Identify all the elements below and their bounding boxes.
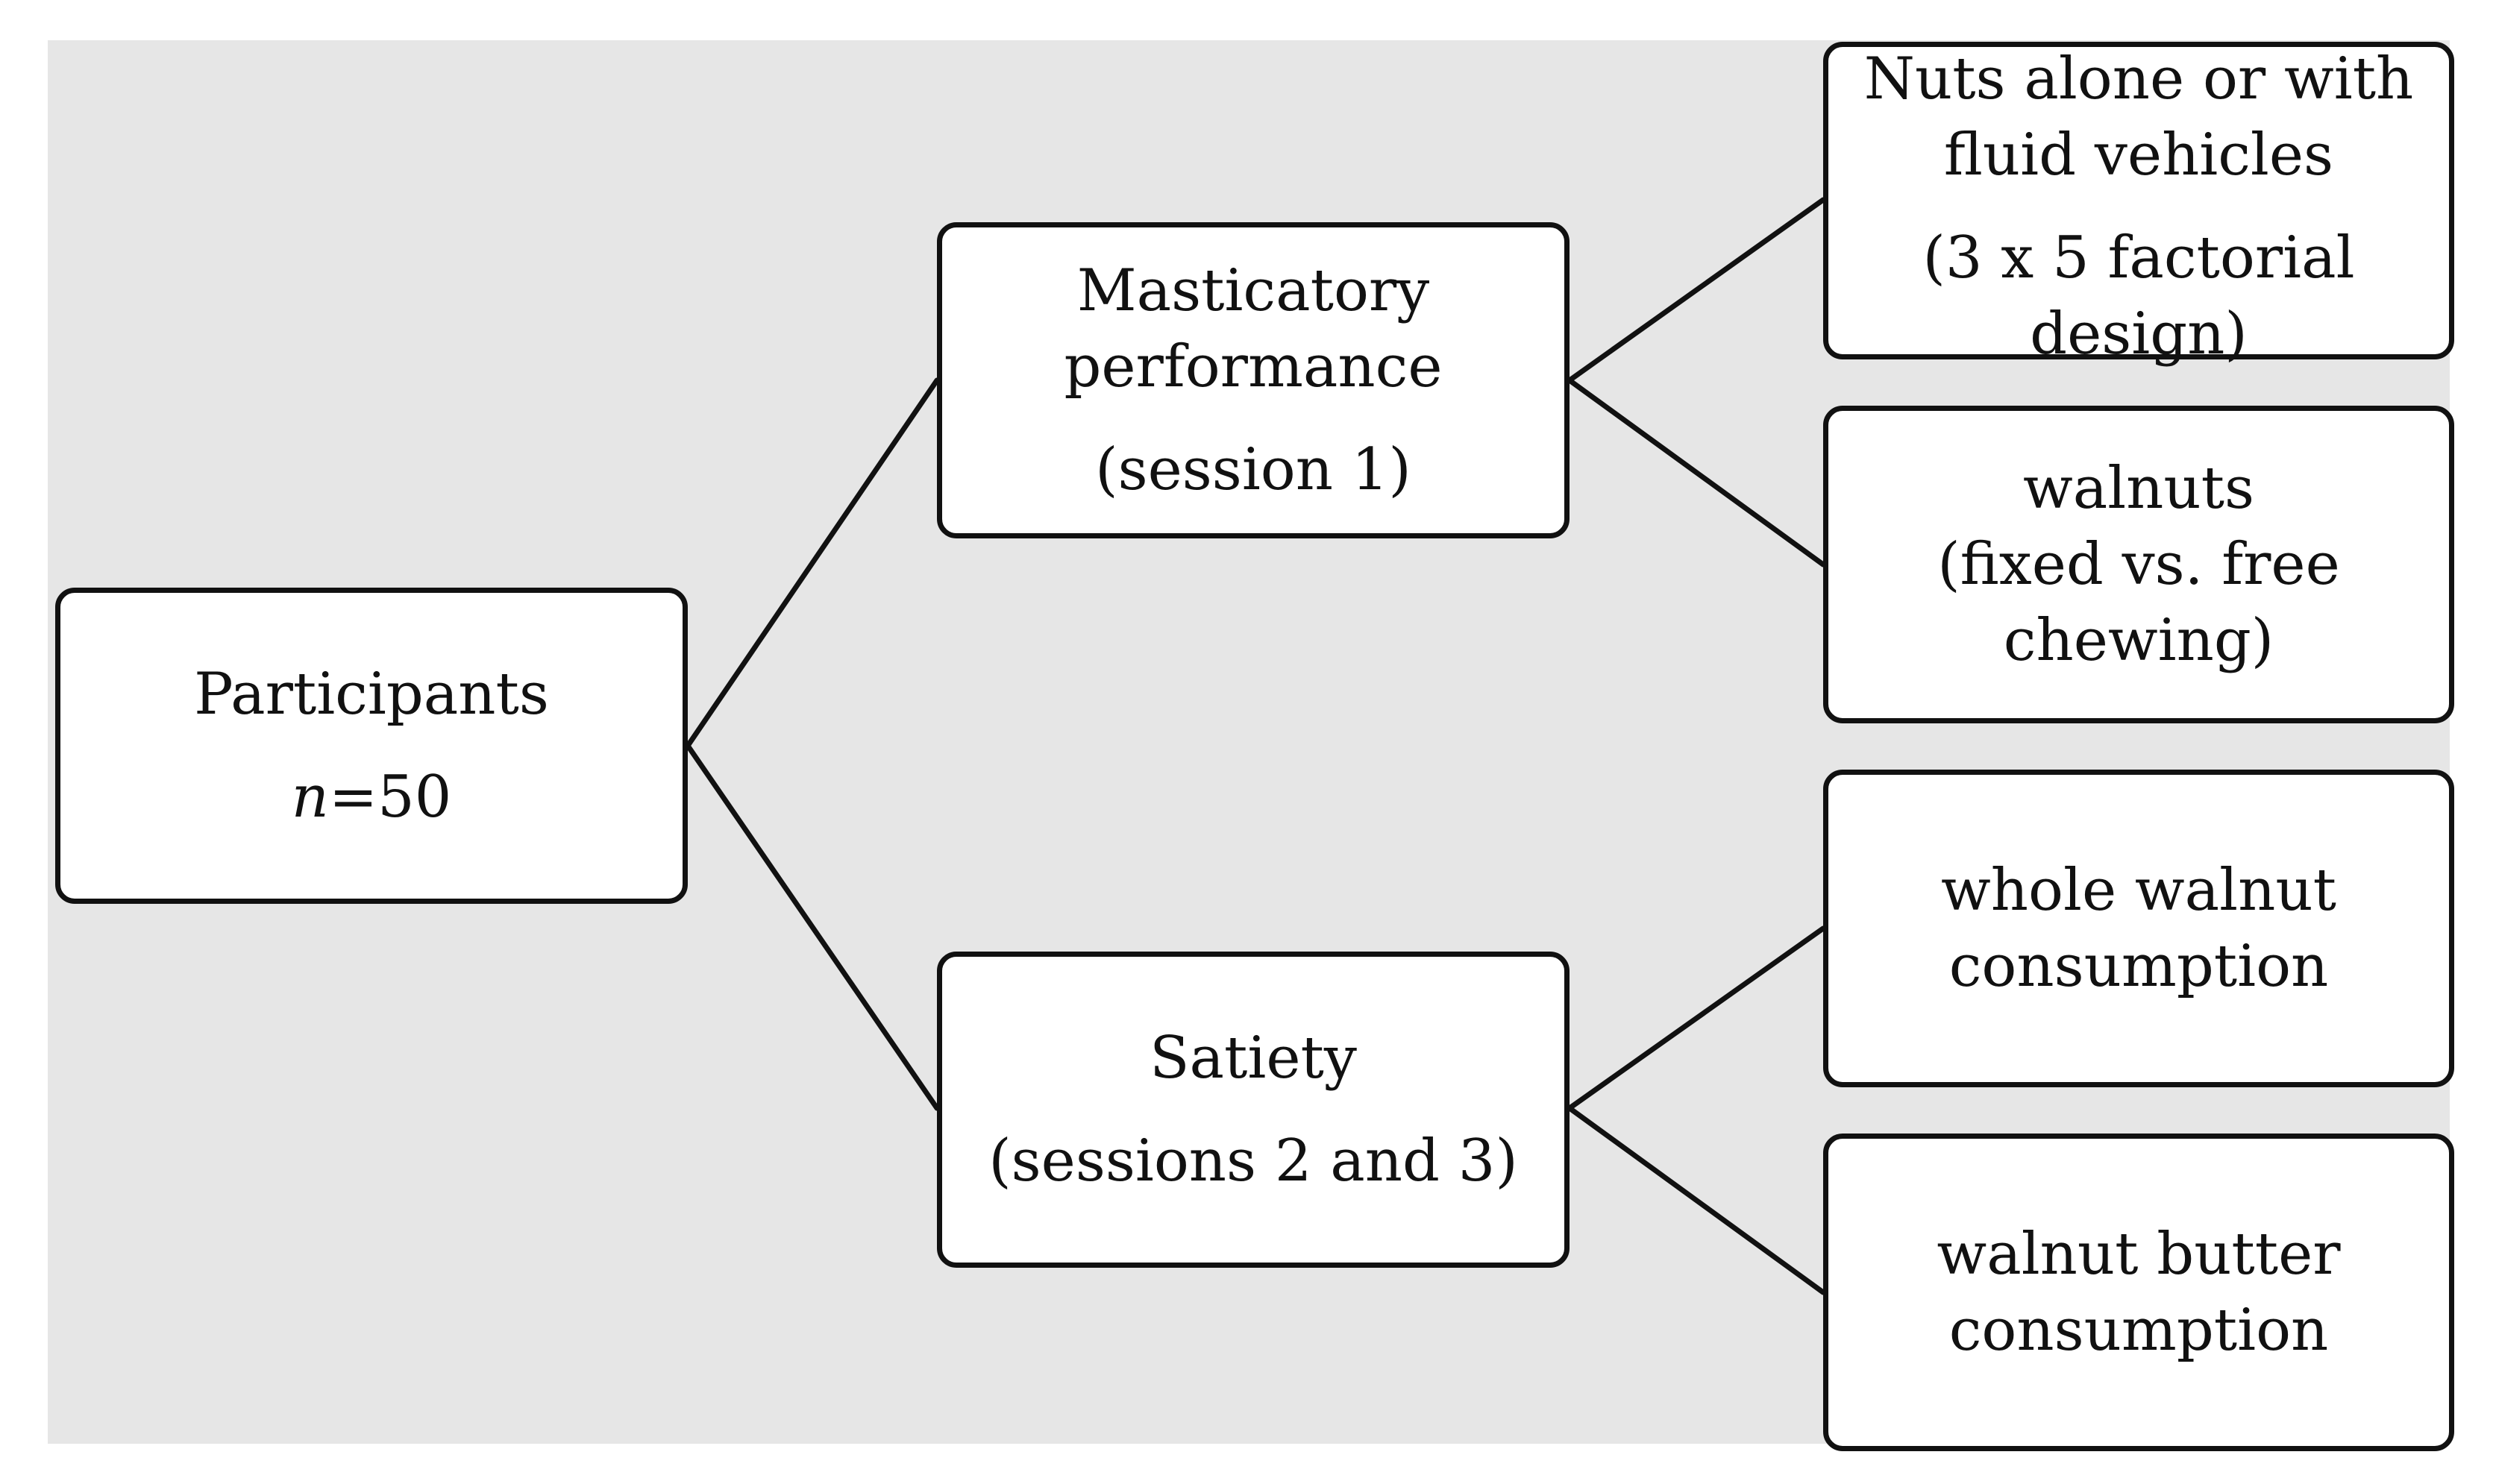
- walnuts-chewing-box: walnuts (fixed vs. free chewing): [1823, 406, 2454, 723]
- walnuts-line-1: walnuts: [2022, 455, 2255, 522]
- nuts-line-3: (3 x 5 factorial: [1922, 224, 2355, 292]
- walnut-butter-box: walnut butter consumption: [1823, 1134, 2454, 1451]
- connector-participants-satiety: [685, 743, 940, 1111]
- butter-line-1: walnut butter: [1937, 1221, 2341, 1288]
- walnuts-line-2: (fixed vs. free: [1937, 531, 2340, 598]
- participants-count: n=50: [292, 759, 452, 835]
- butter-line-2: consumption: [1948, 1297, 2329, 1364]
- participants-n-symbol: n: [291, 764, 329, 831]
- whole-walnut-box: whole walnut consumption: [1823, 770, 2454, 1087]
- masticatory-performance-box: Masticatory performance (session 1): [937, 222, 1570, 538]
- participants-box: Participants n=50: [55, 588, 688, 904]
- masticatory-session: (session 1): [1095, 436, 1411, 503]
- masticatory-line-2: performance: [1064, 333, 1443, 400]
- nuts-fluid-vehicles-box: Nuts alone or with fluid vehicles (3 x 5…: [1823, 42, 2454, 368]
- participants-title: Participants: [194, 661, 549, 728]
- whole-line-1: whole walnut: [1941, 857, 2336, 924]
- nuts-line-4: design): [2030, 301, 2248, 368]
- connector-participants-mastication: [685, 377, 940, 749]
- connector-satiety-whole: [1567, 925, 1826, 1111]
- connector-satiety-butter: [1567, 1105, 1826, 1295]
- connector-mastication-walnuts: [1567, 377, 1826, 567]
- nuts-line-2: fluid vehicles: [1943, 122, 2334, 189]
- satiety-box: Satiety (sessions 2 and 3): [937, 952, 1570, 1268]
- participants-n-value: =50: [328, 764, 452, 831]
- nuts-line-1: Nuts alone or with: [1863, 45, 2414, 113]
- masticatory-line-1: Masticatory: [1076, 257, 1430, 324]
- satiety-session: (sessions 2 and 3): [988, 1128, 1518, 1195]
- connector-mastication-nuts: [1567, 197, 1826, 383]
- walnuts-line-3: chewing): [2003, 607, 2274, 674]
- satiety-title: Satiety: [1150, 1025, 1357, 1092]
- whole-line-2: consumption: [1948, 933, 2329, 1000]
